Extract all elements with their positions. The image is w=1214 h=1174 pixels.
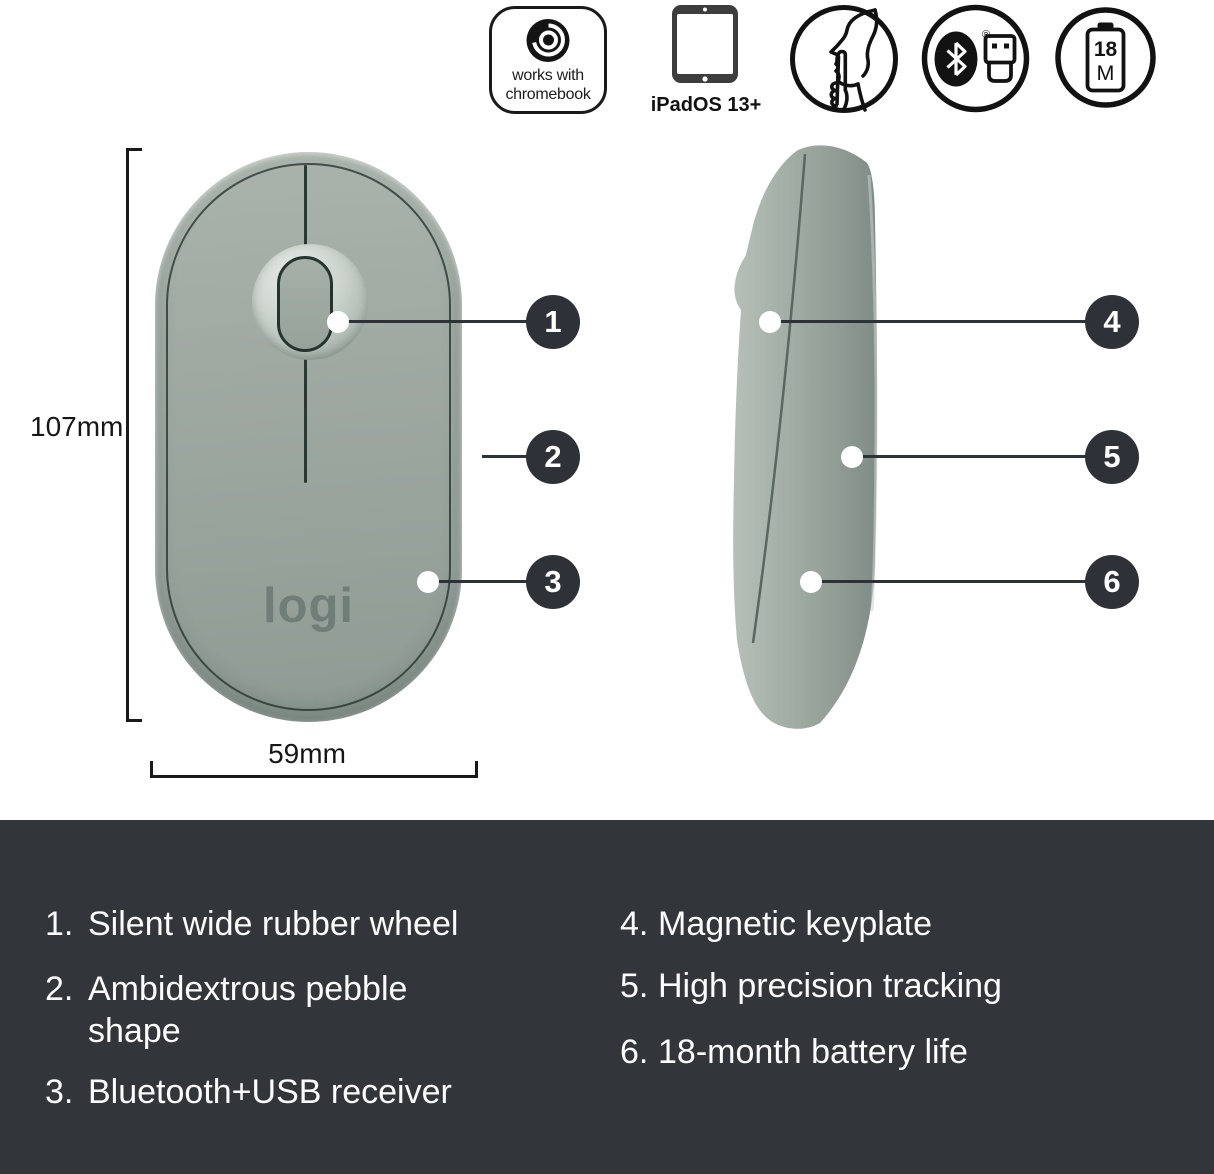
height-dimension-label: 107mm: [30, 411, 124, 442]
callout-dot-3: [417, 571, 439, 593]
callout-circle-3: 3: [526, 555, 580, 609]
scroll-wheel: [277, 256, 333, 352]
feature-1-number: 1.: [45, 905, 74, 943]
bluetooth-usb-receiver-icon: ®: [921, 4, 1030, 113]
feature-2-text: Ambidextrous pebble shape: [88, 970, 408, 1050]
feature-3-text: Bluetooth+USB receiver: [88, 1073, 452, 1111]
width-dimension-line: [150, 775, 478, 778]
height-dimension-tick-top: [126, 148, 142, 151]
width-dimension-tick-left: [150, 761, 153, 778]
mouse-side-keyplate-edge: [867, 174, 878, 612]
feature-2-number: 2.: [45, 970, 74, 1008]
callout-line-5: [852, 455, 1088, 458]
battery-18-month-icon: 18 M: [1055, 7, 1156, 108]
feature-1-text: Silent wide rubber wheel: [88, 905, 459, 943]
silent-shh-icon: [790, 5, 898, 113]
callout-line-1: [338, 320, 528, 323]
feature-4-number: 4.: [620, 905, 649, 943]
callout-circle-1: 1: [526, 295, 580, 349]
callout-circle-6: 6: [1085, 555, 1139, 609]
width-dimension-tick-right: [475, 761, 478, 778]
height-dimension-tick-bottom: [126, 719, 142, 722]
callout-circle-5: 5: [1085, 430, 1139, 484]
feature-6-number: 6.: [620, 1033, 649, 1071]
ipad-icon: [672, 5, 738, 83]
callout-circle-2: 2: [526, 430, 580, 484]
callout-line-2: [482, 455, 528, 458]
feature-3-number: 3.: [45, 1073, 74, 1111]
mouse-side-view: [733, 145, 878, 729]
feature-5-number: 5.: [620, 967, 649, 1005]
callout-line-4: [770, 320, 1088, 323]
mouse-top-view: logi: [155, 152, 462, 722]
width-dimension-label: 59mm: [268, 738, 346, 769]
ipados-version-label: iPadOS 13+: [650, 94, 762, 116]
feature-6-text: 18-month battery life: [658, 1033, 968, 1071]
mouse-side-body: [733, 145, 877, 729]
callout-line-3: [428, 580, 528, 583]
chromebook-badge-line2: chromebook: [505, 85, 591, 103]
callout-circle-4: 4: [1085, 295, 1139, 349]
chromebook-badge-line1: works with: [512, 67, 584, 84]
callout-dot-1: [327, 311, 349, 333]
mouse-side-seam: [751, 153, 807, 644]
callout-dot-5: [841, 446, 863, 468]
mouse-top-inner-outline: [166, 163, 451, 711]
callout-line-6: [811, 580, 1088, 583]
height-dimension-line: [126, 148, 129, 722]
feature-5-text: High precision tracking: [658, 967, 1002, 1005]
battery-months-value: 18: [1094, 38, 1118, 61]
feature-4-text: Magnetic keyplate: [658, 905, 933, 943]
feature-list-panel: 1. Silent wide rubber wheel 2. Ambidextr…: [0, 820, 1214, 1174]
battery-months-unit: M: [1097, 61, 1115, 85]
callout-dot-6: [800, 571, 822, 593]
callout-dot-4: [759, 311, 781, 333]
logi-logo: logi: [262, 579, 355, 633]
chrome-icon: [526, 19, 570, 62]
